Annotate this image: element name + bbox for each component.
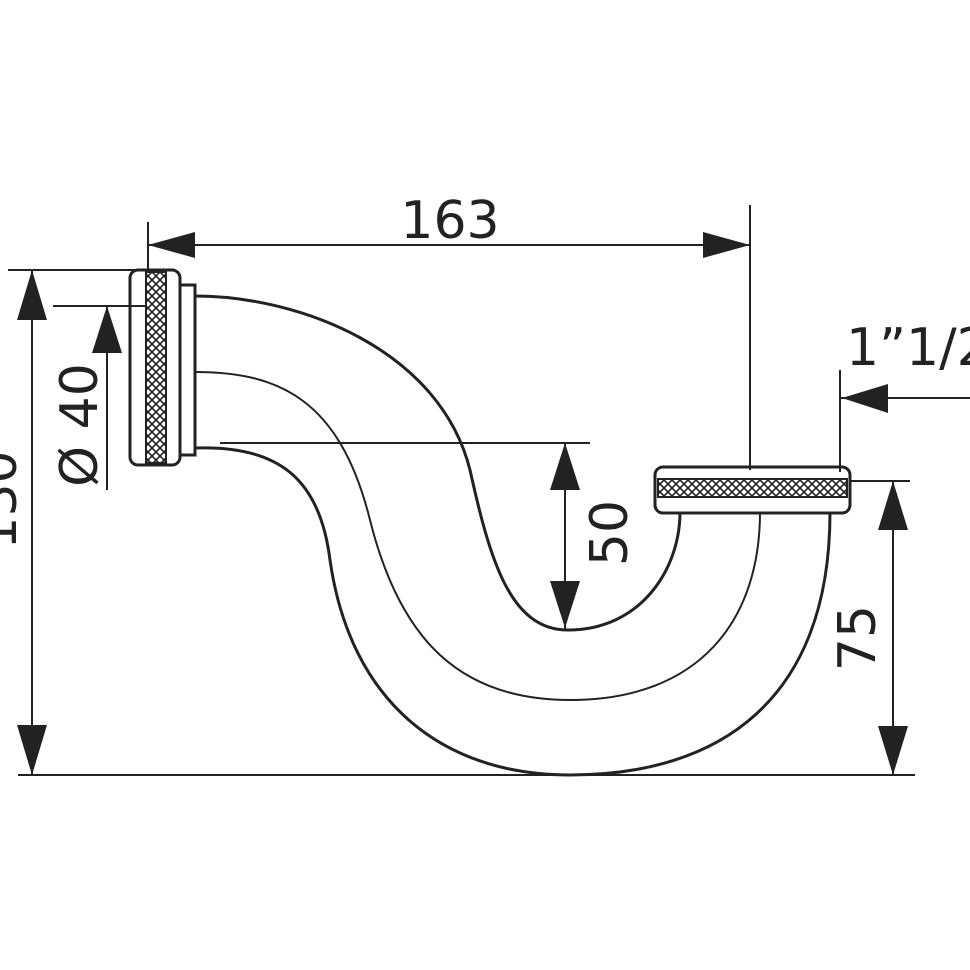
thread-dimension: 1”1/2 bbox=[839, 318, 970, 472]
drop-dimension: 50 bbox=[220, 442, 640, 630]
width-label: 163 bbox=[400, 191, 499, 251]
height-dimension: 130 bbox=[0, 269, 915, 776]
height-label: 130 bbox=[0, 450, 29, 549]
diameter-dimension: Ø 40 bbox=[50, 305, 146, 490]
outlet-flange bbox=[653, 465, 852, 515]
pipe bbox=[194, 294, 832, 777]
outlet-height-label: 75 bbox=[828, 605, 888, 671]
thread-label: 1”1/2 bbox=[846, 318, 970, 378]
diameter-label: Ø 40 bbox=[50, 363, 110, 487]
inlet-flange bbox=[128, 268, 197, 467]
outlet-height-dimension: 75 bbox=[828, 480, 910, 775]
width-dimension: 163 bbox=[147, 191, 751, 470]
drop-label: 50 bbox=[580, 500, 640, 566]
